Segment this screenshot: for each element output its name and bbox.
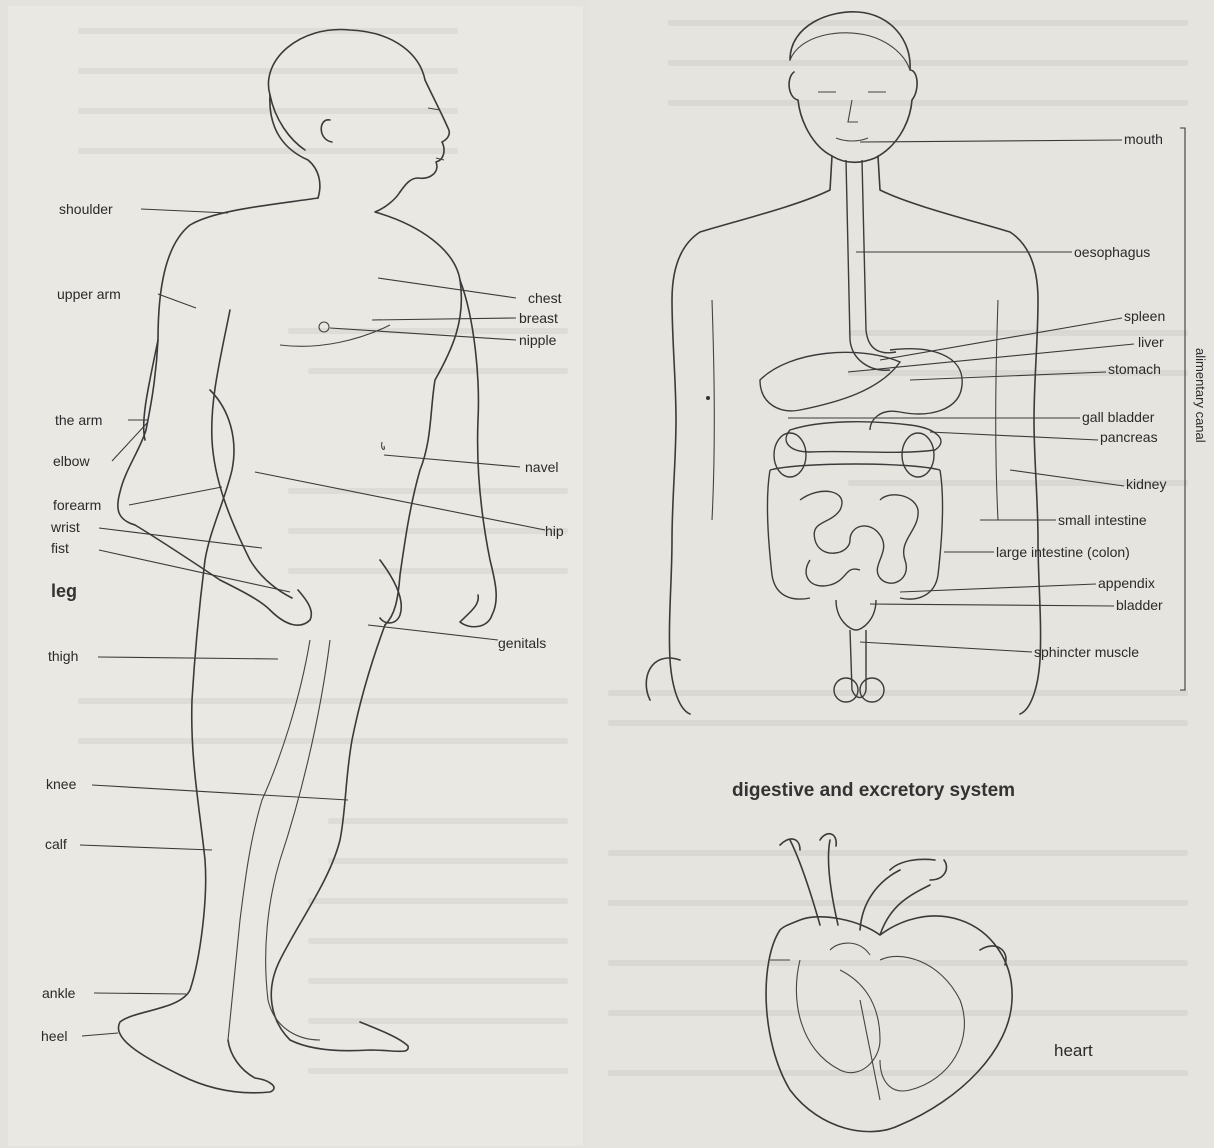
label-pancreas: pancreas (1100, 429, 1158, 445)
small-intestine-coils-2 (806, 560, 860, 586)
torso-front (375, 192, 461, 625)
inner-leg-front (266, 640, 330, 1040)
heart-figure (766, 834, 1012, 1132)
large-intestine-shape (767, 464, 942, 599)
label-forearm: forearm (53, 497, 101, 513)
front-leg (271, 625, 408, 1051)
head-outline (268, 30, 449, 192)
front-hand (460, 280, 496, 627)
label-upper-arm: upper arm (57, 286, 121, 302)
back-line (118, 390, 274, 1093)
label-heart: heart (1054, 1041, 1093, 1060)
label-gall-bladder: gall bladder (1082, 409, 1155, 425)
label-shoulder: shoulder (59, 201, 113, 217)
torso-head (789, 12, 917, 162)
label-ankle: ankle (42, 985, 76, 1001)
label-sphincter-muscle: sphincter muscle (1034, 644, 1139, 660)
torso-mouth (836, 138, 868, 141)
label-large-intestine: large intestine (colon) (996, 544, 1130, 560)
torso-outline-right (878, 156, 1041, 714)
label-nipple: nipple (519, 332, 557, 348)
genital-left (834, 678, 858, 702)
label-the-arm: the arm (55, 412, 102, 428)
back-arm (135, 340, 311, 625)
front-arm (212, 310, 292, 598)
label-spleen: spleen (1124, 308, 1165, 324)
body-figure (118, 30, 496, 1093)
label-alimentary-canal: alimentary canal (1193, 348, 1208, 443)
kidney-left (774, 433, 806, 477)
liver-shape (760, 352, 900, 411)
label-stomach: stomach (1108, 361, 1161, 377)
torso-outline-left (646, 156, 832, 714)
pancreas-shape (786, 422, 941, 453)
digestive-title: digestive and excretory system (732, 780, 1015, 801)
digestive-leader-lines (788, 140, 1134, 652)
digestive-figure (646, 12, 1040, 714)
hair-outline (270, 95, 332, 150)
label-calf: calf (45, 836, 67, 852)
alimentary-canal-bracket (1180, 128, 1185, 690)
navel-mark (382, 442, 385, 449)
label-navel: navel (525, 459, 558, 475)
label-leg: leg (51, 581, 77, 601)
label-hip: hip (545, 523, 564, 539)
label-appendix: appendix (1098, 575, 1155, 591)
genital-right (860, 678, 884, 702)
label-mouth: mouth (1124, 131, 1163, 147)
body-leader-lines (80, 209, 545, 1036)
label-wrist: wrist (50, 519, 80, 535)
label-elbow: elbow (53, 453, 90, 469)
heart-chambers (770, 943, 964, 1100)
label-knee: knee (46, 776, 77, 792)
digestive-labels: mouth oesophagus spleen liver stomach ga… (996, 131, 1166, 660)
label-thigh: thigh (48, 648, 78, 664)
label-kidney: kidney (1126, 476, 1166, 492)
label-breast: breast (519, 310, 558, 326)
torso-inner-left (712, 300, 714, 520)
kidney-right (902, 433, 934, 477)
body-labels: shoulder upper arm chest breast nipple t… (41, 201, 564, 1044)
torso-dot (706, 396, 710, 400)
label-small-intestine: small intestine (1058, 512, 1147, 528)
torso-nose (848, 100, 858, 122)
label-chest: chest (528, 290, 562, 306)
back-of-head (270, 95, 320, 198)
buttock (380, 560, 401, 623)
heart-outline (766, 916, 1012, 1132)
inner-leg-back (228, 640, 310, 1040)
torso-hair (790, 33, 910, 70)
label-genitals: genitals (498, 635, 546, 651)
heart-vessels (780, 834, 1006, 965)
oesophagus-tube (846, 160, 896, 370)
label-bladder: bladder (1116, 597, 1163, 613)
torso-inner-right (996, 300, 998, 520)
label-liver: liver (1138, 334, 1164, 350)
label-fist: fist (51, 540, 69, 556)
label-heel: heel (41, 1028, 67, 1044)
label-oesophagus: oesophagus (1074, 244, 1150, 260)
nipple-mark (319, 322, 329, 332)
